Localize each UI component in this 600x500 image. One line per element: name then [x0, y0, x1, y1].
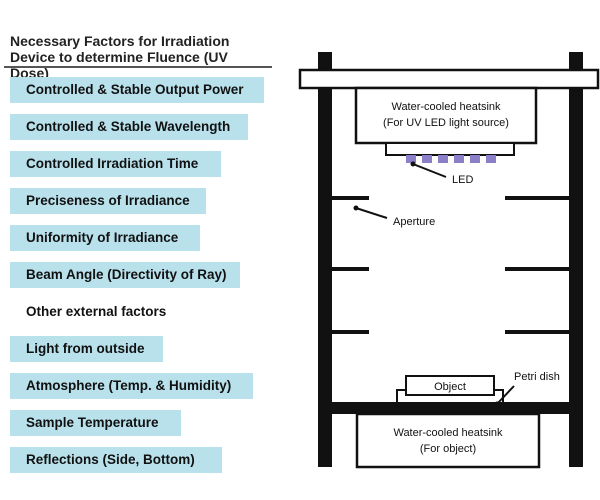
- factor-item: Uniformity of Irradiance: [10, 225, 200, 251]
- led-chip: [470, 155, 480, 163]
- factor-item: Light from outside: [10, 336, 163, 362]
- factor-item: Other external factors: [26, 304, 167, 319]
- factor-item: Controlled & Stable Wavelength: [10, 114, 248, 140]
- frame-left-post: [318, 52, 332, 467]
- aperture-right-1: [505, 196, 569, 200]
- aperture-pointer-dot: [353, 205, 359, 211]
- petri-dish-label: Petri dish: [514, 371, 560, 383]
- aperture-left-3: [332, 330, 369, 334]
- top-crossbar: [298, 68, 600, 90]
- bottom-heatsink: [355, 412, 541, 469]
- factor-item: Controlled Irradiation Time: [10, 151, 221, 177]
- factor-item: Controlled & Stable Output Power: [10, 77, 264, 103]
- stage-bar: [332, 402, 569, 414]
- led-pointer-dot: [410, 161, 416, 167]
- aperture-left-1: [332, 196, 369, 200]
- factor-item: Beam Angle (Directivity of Ray): [10, 262, 240, 288]
- led-chip: [454, 155, 464, 163]
- petri-pointer-dot: [494, 401, 500, 407]
- led-chip: [438, 155, 448, 163]
- bottom-heatsink-label-2: (For object): [420, 443, 476, 455]
- heading-divider: [4, 66, 272, 68]
- petri-dish: [396, 389, 504, 407]
- led-board: [385, 142, 515, 156]
- factors-heading: Necessary Factors for Irradiation Device…: [10, 33, 270, 81]
- top-heatsink: [354, 86, 538, 145]
- top-heatsink-label-1: Water-cooled heatsink: [391, 101, 501, 113]
- factor-item: Preciseness of Irradiance: [10, 188, 206, 214]
- led-chip: [486, 155, 496, 163]
- aperture-left-2: [332, 267, 369, 271]
- factor-item: Sample Temperature: [10, 410, 181, 436]
- aperture-pointer-line: [355, 207, 388, 219]
- aperture-right-3: [505, 330, 569, 334]
- led-chip: [406, 155, 416, 163]
- led-chip: [422, 155, 432, 163]
- object-box: [405, 375, 495, 396]
- aperture-right-2: [505, 267, 569, 271]
- petri-pointer-line: [496, 385, 515, 405]
- aperture-label: Aperture: [393, 216, 435, 228]
- heading-line-1: Necessary Factors for Irradiation: [10, 33, 230, 49]
- bottom-heatsink-label-1: Water-cooled heatsink: [393, 427, 503, 439]
- led-pointer-line: [412, 163, 447, 178]
- frame-right-post: [569, 52, 583, 467]
- object-label: Object: [434, 381, 466, 393]
- led-label: LED: [452, 174, 473, 186]
- factor-item: Reflections (Side, Bottom): [10, 447, 222, 473]
- top-heatsink-label-2: (For UV LED light source): [383, 117, 509, 129]
- factor-item: Atmosphere (Temp. & Humidity): [10, 373, 253, 399]
